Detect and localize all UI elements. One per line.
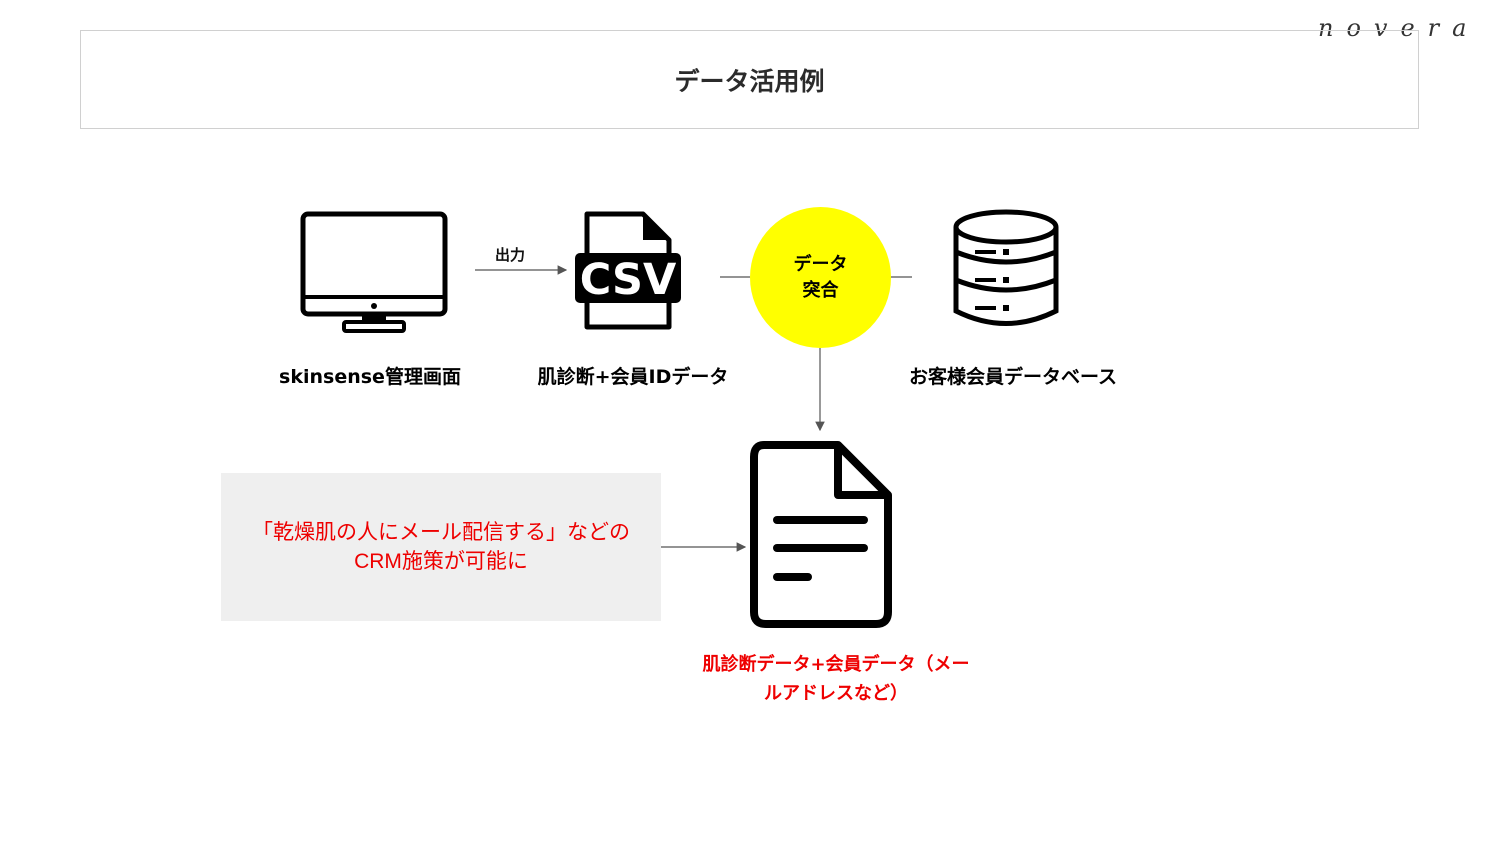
csv-file-icon: CSV — [575, 211, 681, 330]
database-icon — [953, 209, 1059, 326]
title-box: データ活用例 — [80, 30, 1419, 129]
merge-circle: データ 突合 — [750, 207, 891, 348]
csv-icon-text: CSV — [580, 255, 677, 305]
page-title: データ活用例 — [674, 66, 825, 96]
crm-note-line2: CRM施策が可能に — [354, 550, 528, 573]
database-label: お客様会員データベース — [908, 366, 1118, 388]
csv-label: 肌診断+会員IDデータ — [537, 366, 729, 388]
monitor-icon — [300, 211, 448, 333]
document-icon — [750, 441, 892, 628]
result-label: 肌診断データ+会員データ（メー ルアドレスなど） — [676, 650, 996, 708]
merge-circle-line2: 突合 — [802, 279, 839, 301]
result-label-line2: ルアドレスなど） — [764, 683, 908, 704]
crm-note-line1: 「乾燥肌の人にメール配信する」などの — [252, 521, 630, 544]
crm-note-box: 「乾燥肌の人にメール配信する」などの CRM施策が可能に — [221, 473, 661, 621]
result-label-line1: 肌診断データ+会員データ（メー — [702, 654, 970, 675]
admin-label: skinsense管理画面 — [279, 366, 461, 388]
brand-logo: novera — [1318, 14, 1480, 42]
merge-circle-line1: データ — [793, 253, 848, 275]
output-label: 出力 — [495, 246, 526, 264]
